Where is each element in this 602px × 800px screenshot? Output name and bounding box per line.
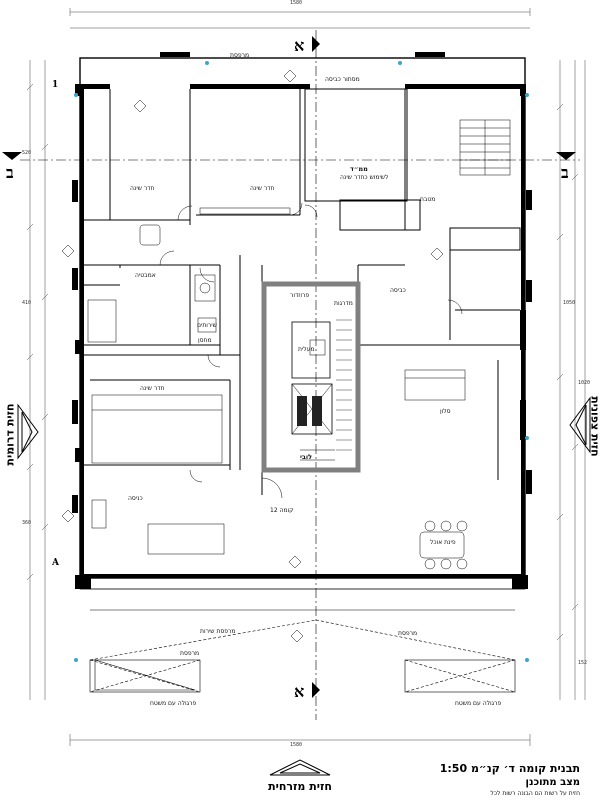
level-markers <box>61 69 444 643</box>
room-label-master-bedroom: חדר שינה <box>130 185 155 192</box>
cyan-marks <box>74 61 529 662</box>
room-label-safe-room: ממ״ד <box>350 165 368 173</box>
grid-axis-a: A <box>52 558 59 568</box>
dim-left-c: 360 <box>22 520 32 526</box>
section-mark-top: א <box>294 36 305 55</box>
room-label-entry: כניסה <box>128 495 143 502</box>
room-label-balcony-left: מרפסת <box>180 650 200 657</box>
section-arrows <box>2 36 576 698</box>
room-label-bath: אמבטיה <box>135 272 156 279</box>
building-core <box>261 281 361 473</box>
room-label-bedroom-3: חדר שינה <box>140 385 165 392</box>
section-mark-left: ב <box>6 163 14 182</box>
exterior-wall-thick <box>75 84 528 589</box>
room-label-living: סלון <box>440 408 451 415</box>
door-swings <box>159 202 463 499</box>
room-label-lobby: לובי <box>300 453 313 461</box>
dimension-lines <box>26 8 586 746</box>
drawing-title: תבנית קומה ד׳ קנ״מ 1:50 <box>439 762 580 775</box>
exterior-walls <box>79 57 526 579</box>
facade-label-east: חזית מזרחית <box>268 780 332 793</box>
room-label-canopy: מסתור כביסה <box>325 76 360 83</box>
room-label-storage: מחסן <box>198 337 212 344</box>
title-block: תבנית קומה ד׳ קנ״מ 1:50 מצב מתוכנן חזית … <box>330 762 580 797</box>
room-label-pergola-left: פרגולה עם משטח <box>150 700 197 707</box>
drawing-subtitle: מצב מתוכנן <box>525 777 580 788</box>
dim-right-h2: 152 <box>578 660 588 666</box>
room-label-kitchen: מטבח <box>420 196 436 203</box>
dim-right-h1: 1020 <box>578 380 591 386</box>
section-mark-right: ב <box>561 163 569 182</box>
room-label-bedroom-2: חדר שינה <box>250 185 275 192</box>
facade-label-north: חזית צפונית <box>588 396 602 457</box>
room-label-balcony-top: מרפסת <box>230 52 250 59</box>
drawing-note: חזית על רשות הם הבונה רשות לכל <box>490 790 580 797</box>
fixtures <box>87 207 468 570</box>
room-label-elevator: מעלית <box>298 346 315 353</box>
room-label-stairs: מדרגות <box>334 300 353 307</box>
room-label-dining: פינת אוכל <box>430 539 456 546</box>
room-label-pergola-right: פרגולה עם משטח <box>455 700 502 707</box>
dim-overall-bottom: 1580 <box>290 742 303 748</box>
facade-label-south: חזית דרומית <box>3 403 17 466</box>
window-markers <box>72 52 532 513</box>
balcony-outline <box>79 588 526 693</box>
stair-top-right <box>459 119 511 176</box>
facade-arrows <box>17 396 591 776</box>
dim-overall-top: 1580 <box>290 0 303 6</box>
room-label-balcony-right: מרפסת <box>398 630 418 637</box>
room-label-safe-room-note: לשימוש כחדר שינה <box>340 174 389 181</box>
section-mark-bottom: א <box>294 682 305 701</box>
room-label-service-balcony: מרפסת שירות <box>200 628 236 635</box>
dim-right-a: 1050 <box>563 300 576 306</box>
room-label-laundry: כביסה <box>390 287 406 294</box>
dim-left-b: 410 <box>22 300 32 306</box>
room-label-floor-no: קומה 12 <box>270 507 294 514</box>
grid-axis-1: 1 <box>52 80 59 90</box>
room-label-corridor: פרוזדור <box>290 292 310 299</box>
room-label-wc: שירותים <box>197 322 217 329</box>
dim-left-a: 520 <box>22 150 32 156</box>
